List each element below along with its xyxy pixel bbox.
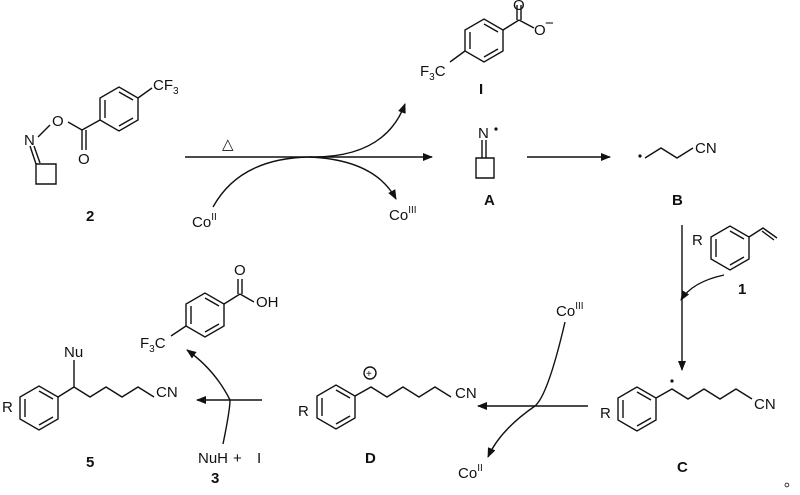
d-cn-label: CN bbox=[455, 385, 477, 402]
product-nu-label: Nu bbox=[64, 344, 83, 361]
cf3-label: CF3 bbox=[153, 77, 179, 97]
compound-2-structure bbox=[29, 86, 153, 185]
acid-oh-label: OH bbox=[256, 294, 279, 311]
imine-n-label: N bbox=[478, 125, 489, 142]
acid-carbonyl-o: O bbox=[234, 262, 246, 279]
oxime-o-label: O bbox=[52, 113, 64, 130]
nuh-reagent: NuH bbox=[198, 450, 228, 467]
styrene-r-label: R bbox=[692, 232, 703, 249]
anion-o-minus: O bbox=[534, 22, 546, 39]
heat-symbol: △ bbox=[222, 136, 234, 153]
compound-i-label: I bbox=[479, 81, 483, 98]
cation-charge: + bbox=[366, 369, 372, 380]
anion-i-reagent: I bbox=[257, 450, 261, 467]
product-r-label: R bbox=[2, 399, 13, 416]
product-5-structure bbox=[19, 360, 155, 431]
compound-5-label: 5 bbox=[86, 454, 94, 471]
product-cn-label: CN bbox=[156, 384, 178, 401]
cobalt-ii-reagent: CoII bbox=[192, 212, 217, 231]
oxime-n-label: N bbox=[24, 132, 35, 149]
c-r-label: R bbox=[600, 405, 611, 422]
intermediate-c-label: C bbox=[677, 459, 688, 476]
acid-f3c-label: F3C bbox=[140, 335, 166, 355]
d-r-label: R bbox=[298, 403, 309, 420]
radical-addition-arrows bbox=[678, 225, 725, 371]
benzylic-radical-structure bbox=[617, 379, 753, 432]
benzoic-acid-structure bbox=[170, 279, 255, 338]
nucleophilic-arrows bbox=[186, 349, 262, 445]
main-reaction-arrows bbox=[185, 103, 433, 208]
alkyl-radical-structure bbox=[638, 147, 694, 159]
oxidation-arrows bbox=[477, 321, 588, 458]
plus-sign: + bbox=[233, 450, 242, 467]
styrene-structure bbox=[710, 225, 778, 271]
cobalt-iii-oxidant: CoIII bbox=[556, 301, 584, 320]
carbonyl-o-label: O bbox=[78, 151, 90, 168]
b-cn-label: CN bbox=[695, 140, 717, 157]
intermediate-b-label: B bbox=[672, 192, 683, 209]
compound-2-number: 2 bbox=[86, 208, 94, 225]
intermediate-a-label: A bbox=[484, 192, 495, 209]
compound-3-label: 3 bbox=[211, 470, 219, 487]
iminyl-radical-structure bbox=[475, 127, 498, 179]
footnote-mark: 。 bbox=[784, 473, 799, 490]
benzoate-anion-structure bbox=[449, 5, 535, 63]
anion-charge: − bbox=[545, 15, 554, 32]
compound-1-label: 1 bbox=[738, 281, 746, 298]
anion-carbonyl-o: O bbox=[513, 0, 525, 14]
cobalt-iii-product: CoIII bbox=[389, 205, 417, 224]
intermediate-d-label: D bbox=[365, 450, 376, 467]
cobalt-ii-regenerated: CoII bbox=[458, 463, 483, 482]
c-cn-label: CN bbox=[754, 396, 776, 413]
carbocation-structure bbox=[316, 366, 452, 430]
anion-f3c-label: F3C bbox=[420, 63, 446, 83]
